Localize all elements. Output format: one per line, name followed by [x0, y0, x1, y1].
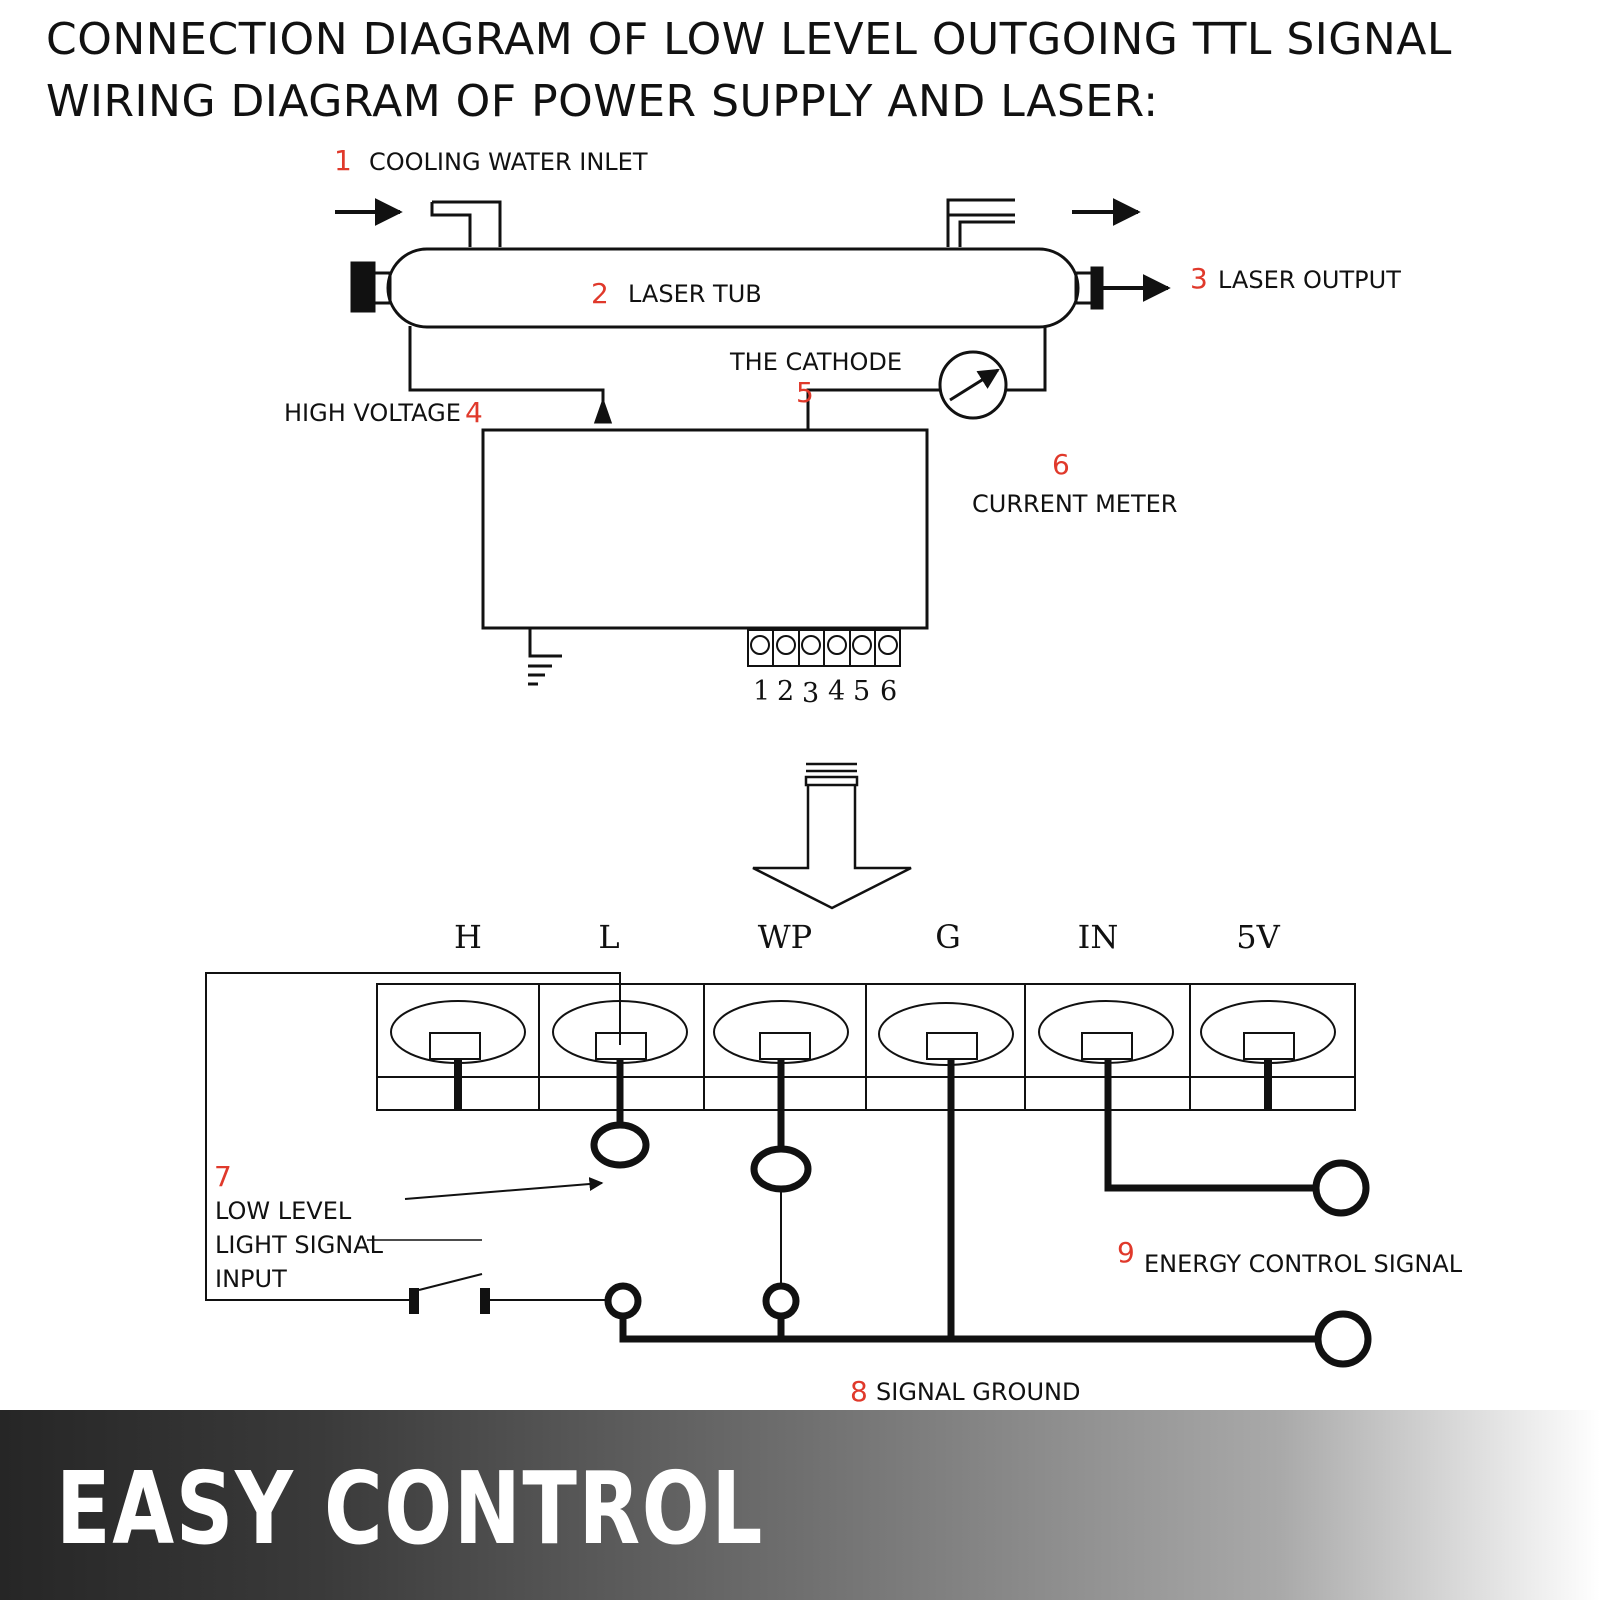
label-number-8: 8: [850, 1375, 868, 1408]
label-laser-output: LASER OUTPUT: [1218, 266, 1401, 294]
banner-text: EASY CONTROL: [56, 1450, 764, 1567]
power-supply-box: [481, 428, 929, 630]
label-number-5: 5: [796, 376, 814, 409]
wiring-diagram: 1 COOLING WATER INLET 2 LASER TUB 3 LASE…: [205, 144, 1463, 1408]
connector-strip: [376, 983, 1356, 1111]
terminal-screws: [750, 630, 898, 666]
current-meter-icon: [938, 350, 1008, 420]
terminal-number-3: 3: [802, 678, 819, 709]
terminal-number-4: 4: [828, 676, 845, 707]
label-high-voltage: HIGH VOLTAGE: [284, 399, 461, 427]
label-the-cathode: THE CATHODE: [729, 348, 902, 376]
laser-tube-body: [386, 247, 1080, 329]
label-number-2: 2: [591, 277, 609, 310]
terminal-label-in: IN: [1078, 918, 1119, 956]
label-number-7: 7: [214, 1160, 232, 1193]
terminal-label-l: L: [598, 918, 619, 956]
wp-terminal-ring: [750, 1145, 812, 1193]
energy-control-terminal: [1312, 1159, 1370, 1217]
terminal-numbers: 1 2 3 4 5 6: [753, 676, 897, 709]
bottom-banner: EASY CONTROL: [0, 1410, 1600, 1600]
label-signal-ground: SIGNAL GROUND: [876, 1378, 1080, 1406]
label-current-meter: CURRENT METER: [972, 490, 1177, 518]
tube-right-cap: [1090, 266, 1104, 310]
label-low-level-line2: LIGHT SIGNAL: [215, 1231, 384, 1259]
label-number-3: 3: [1190, 262, 1208, 295]
terminal-label-h: H: [454, 918, 482, 956]
terminal-number-1: 1: [753, 676, 770, 707]
l-terminal-ring: [590, 1121, 650, 1169]
label-number-6: 6: [1052, 448, 1070, 481]
label-number-1: 1: [334, 144, 352, 177]
ground-wire: [528, 628, 562, 658]
diagram-title-line2: WIRING DIAGRAM OF POWER SUPPLY AND LASER…: [46, 76, 1159, 127]
tube-left-cap: [350, 261, 376, 313]
water-outlet-pipe: [946, 198, 1015, 247]
terminal-number-6: 6: [880, 676, 897, 707]
cathode-wire-right: [1006, 326, 1047, 392]
high-voltage-connector: [593, 397, 613, 424]
label-low-level-line1: LOW LEVEL: [215, 1197, 352, 1225]
label-number-9: 9: [1117, 1236, 1135, 1269]
label-low-level-line3: INPUT: [215, 1265, 287, 1293]
terminal-number-5: 5: [853, 676, 870, 707]
label-energy-control-signal: ENERGY CONTROL SIGNAL: [1144, 1250, 1463, 1278]
wiring: [205, 972, 1372, 1368]
laser-tube-assembly: [335, 198, 1171, 686]
down-arrow-icon: [752, 762, 912, 910]
diagram-title-line1: CONNECTION DIAGRAM OF LOW LEVEL OUTGOING…: [46, 14, 1452, 65]
cathode-wire-left: [806, 388, 940, 430]
label-number-4: 4: [465, 396, 483, 429]
water-inlet-pipe: [430, 200, 502, 247]
terminal-labels: H L WP G IN 5V: [454, 918, 1281, 956]
terminal-label-wp: WP: [758, 918, 812, 956]
signal-ground-terminal: [1314, 1310, 1372, 1368]
terminal-label-5v: 5V: [1236, 918, 1280, 956]
label-laser-tub: LASER TUB: [628, 280, 762, 308]
label-cooling-water-inlet: COOLING WATER INLET: [369, 148, 648, 176]
meter-needle: [949, 368, 1000, 402]
terminal-label-g: G: [935, 918, 961, 956]
terminal-number-2: 2: [777, 676, 794, 707]
tube-left-collar: [372, 271, 392, 305]
